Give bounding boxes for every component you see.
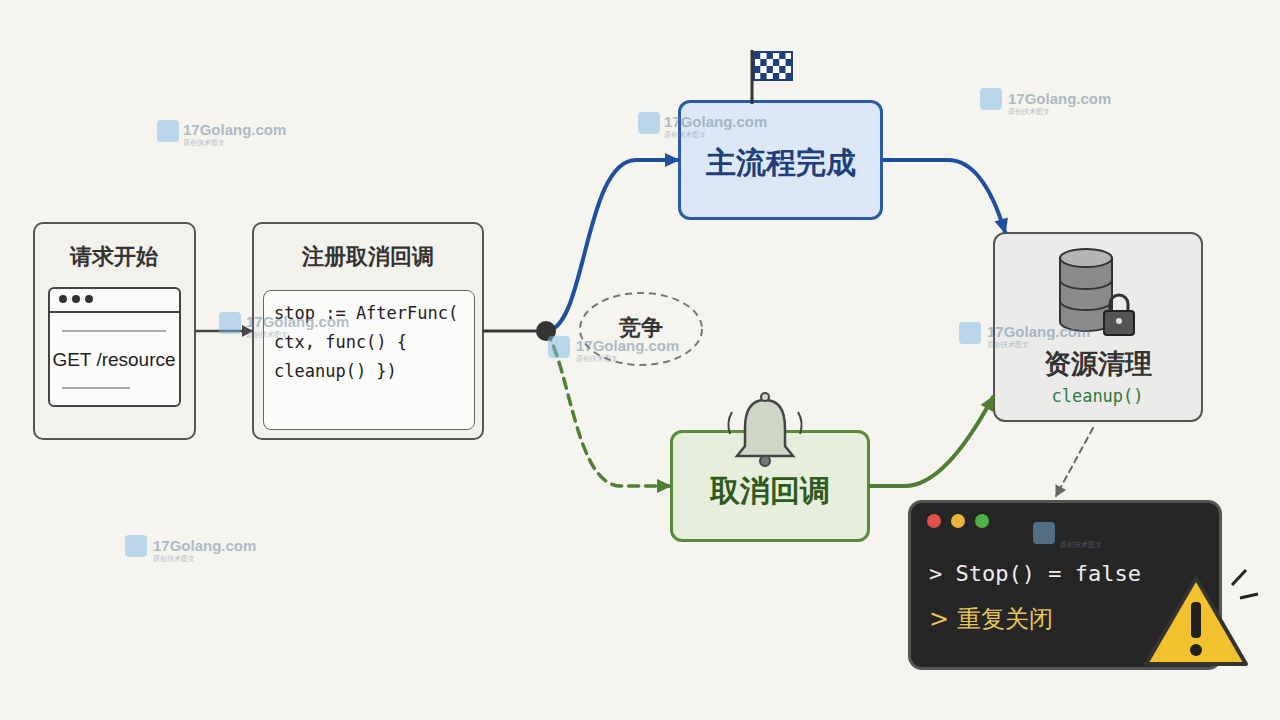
browser-chrome	[85, 295, 93, 303]
connector	[870, 397, 993, 486]
bell-icon	[798, 412, 802, 434]
browser-chrome	[62, 330, 166, 332]
bell-icon	[728, 393, 801, 466]
resource-box: 资源清理 cleanup()	[993, 232, 1203, 422]
warning-icon	[1240, 594, 1258, 598]
database-icon	[1060, 258, 1112, 331]
node-text: cleanup()	[995, 386, 1200, 406]
warning-icon	[1232, 570, 1246, 585]
connector-line	[870, 397, 993, 486]
process-box: 取消回调	[670, 430, 870, 542]
finish-flag	[752, 50, 792, 104]
watermark-icon	[548, 336, 570, 358]
connector	[484, 331, 670, 486]
browser-chrome	[59, 295, 67, 303]
browser-chrome	[72, 295, 80, 303]
node-text: 注册取消回调	[254, 242, 481, 272]
database-icon	[1104, 311, 1134, 335]
process-box: 请求开始 GET /resource	[33, 222, 196, 440]
connector-line	[1056, 428, 1093, 496]
junction-dot	[536, 321, 556, 341]
warning-icon	[1146, 578, 1246, 664]
node-text: 竞争	[578, 313, 704, 343]
watermark: 原创技术图文	[183, 138, 225, 148]
finish-flag	[786, 59, 792, 66]
node-text: 主流程完成	[681, 143, 880, 184]
process-box: 主流程完成	[678, 100, 883, 220]
terminal-buttons	[927, 514, 941, 528]
database-icon	[1110, 295, 1128, 312]
browser-chrome	[62, 387, 130, 389]
connector	[484, 160, 678, 331]
watermark-icon	[219, 312, 241, 334]
watermark: 原创技术图文	[153, 554, 195, 564]
watermark-icon	[980, 88, 1002, 110]
watermark: 17Golang.com	[183, 121, 286, 138]
browser-chrome	[50, 311, 179, 313]
browser-window: GET /resource	[48, 287, 181, 407]
watermark: 原创技术图文	[576, 354, 618, 364]
node-text: > 重复关闭	[929, 603, 1189, 635]
database-icon	[1060, 280, 1112, 289]
node-text: 资源清理	[995, 346, 1200, 382]
bell-icon	[737, 400, 793, 456]
warning-icon	[1146, 570, 1258, 664]
finish-flag	[760, 73, 766, 80]
finish-flag	[760, 59, 766, 66]
terminal-box: > Stop() = false > 重复关闭	[908, 500, 1222, 670]
connector-line	[883, 160, 1005, 232]
node-text: > Stop() = false	[929, 561, 1209, 586]
bell-icon	[728, 412, 732, 434]
database-icon	[1060, 249, 1112, 267]
warning-icon	[1191, 602, 1201, 638]
browser-chrome	[50, 295, 179, 388]
bell-icon	[760, 456, 770, 466]
connector-line	[196, 330, 252, 333]
watermark-icon	[157, 120, 179, 142]
code-box: stop := AfterFunc( ctx, func() { cleanup…	[263, 290, 475, 430]
watermark: 原创技术图文	[1008, 107, 1050, 117]
finish-flag	[754, 52, 792, 80]
connector	[883, 160, 1005, 232]
finish-flag	[779, 52, 785, 59]
race-ellipse: 竞争	[578, 291, 704, 367]
finish-flag	[786, 73, 792, 80]
node-text: 请求开始	[35, 242, 193, 272]
terminal-buttons	[927, 514, 989, 528]
connector-line	[484, 330, 546, 333]
finish-flag	[751, 50, 754, 104]
warning-icon	[1190, 644, 1202, 656]
connector	[196, 331, 252, 332]
terminal-buttons	[951, 514, 965, 528]
finish-flag	[773, 59, 779, 66]
finish-flag	[773, 73, 779, 80]
database-icon	[1116, 318, 1122, 324]
connector	[1056, 428, 1093, 496]
database-icon	[1060, 249, 1134, 335]
watermark: 17Golang.com	[153, 537, 256, 554]
connector-line	[484, 330, 546, 333]
watermark-icon	[959, 322, 981, 344]
watermark-icon	[125, 88, 1055, 557]
node-text: stop := AfterFunc( ctx, func() { cleanup…	[274, 299, 470, 386]
database-icon	[1060, 301, 1112, 310]
watermark: 17Golang.com	[1008, 90, 1111, 107]
finish-flag	[779, 66, 785, 73]
node-text: GET /resource	[50, 349, 178, 371]
connector-line	[546, 160, 678, 331]
watermark-icon	[638, 112, 660, 134]
connector-line	[546, 331, 670, 486]
finish-flag	[767, 66, 773, 73]
terminal-buttons	[975, 514, 989, 528]
watermark-icon	[1033, 522, 1055, 544]
node-text: 取消回调	[673, 471, 867, 512]
bell-icon	[761, 393, 769, 401]
junction-dot	[536, 321, 556, 341]
finish-flag	[754, 66, 760, 73]
watermark-icon	[125, 535, 147, 557]
process-box: 注册取消回调 stop := AfterFunc( ctx, func() { c…	[252, 222, 484, 440]
finish-flag	[767, 52, 773, 59]
finish-flag	[754, 52, 760, 59]
